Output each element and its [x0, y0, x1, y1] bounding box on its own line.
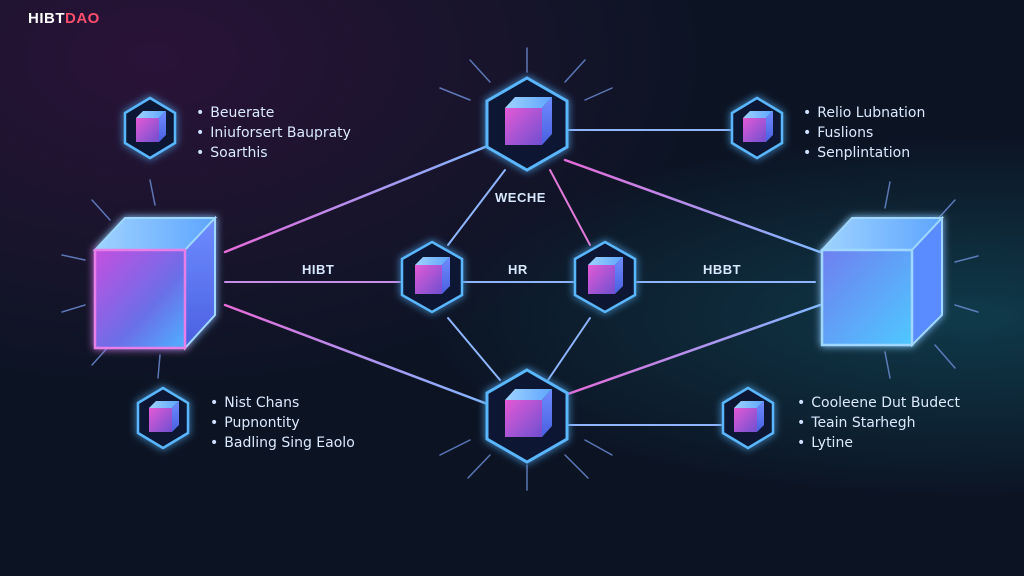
edge-midleft-bottomcenter [447, 317, 501, 381]
hex-node-bottom-right [721, 386, 775, 450]
edge-midright-bottomcenter [547, 317, 591, 381]
hex-node-top-right [730, 96, 784, 160]
list-item: Soarthis [196, 143, 351, 163]
list-item: Badling Sing Eaolo [210, 433, 355, 453]
list-item: Cooleene Dut Budect [797, 393, 960, 413]
edge-topcenter-midright [549, 169, 591, 246]
brand-main-text: HIBT [28, 10, 65, 27]
list-item: Beuerate [196, 103, 351, 123]
hex-node-mid-right [573, 240, 637, 314]
list-item: Nist Chans [210, 393, 355, 413]
edge-topcenter-right [563, 158, 822, 254]
large-cube-left [92, 215, 218, 351]
list-item: Lytine [797, 433, 960, 453]
list-item: Iniuforsert Baupraty [196, 123, 351, 143]
label-top-center: WECHE [495, 190, 546, 205]
list-bottom-left: Nist Chans Pupnontity Badling Sing Eaolo [210, 393, 355, 453]
list-top-right: Relio Lubnation Fuslions Senplintation [803, 103, 925, 163]
label-edge-right: HBBT [703, 262, 742, 277]
hex-node-top-left [123, 96, 177, 160]
hex-node-mid-left [400, 240, 464, 314]
list-item: Pupnontity [210, 413, 355, 433]
list-bottom-right: Cooleene Dut Budect Teain Starhegh Lytin… [797, 393, 960, 453]
list-item: Relio Lubnation [803, 103, 925, 123]
list-item: Senplintation [803, 143, 925, 163]
label-edge-left: HIBT [302, 262, 335, 277]
edge-left-topcenter [223, 143, 492, 254]
hex-node-bottom-left [136, 386, 190, 450]
brand-accent-text: DAO [65, 10, 100, 27]
hex-node-top-center [485, 76, 569, 172]
large-cube-right [819, 215, 945, 348]
hex-node-bottom-center [485, 368, 569, 464]
edge-left-bottomcenter [223, 303, 492, 407]
label-edge-middle: HR [508, 262, 528, 277]
connections [223, 129, 822, 426]
edge-topcenter-midleft [447, 169, 506, 246]
list-item: Fuslions [803, 123, 925, 143]
list-item: Teain Starhegh [797, 413, 960, 433]
list-top-left: Beuerate Iniuforsert Baupraty Soarthis [196, 103, 351, 163]
edge-bottomcenter-right [563, 303, 822, 397]
brand-logo: HIBTDAO [28, 10, 100, 27]
